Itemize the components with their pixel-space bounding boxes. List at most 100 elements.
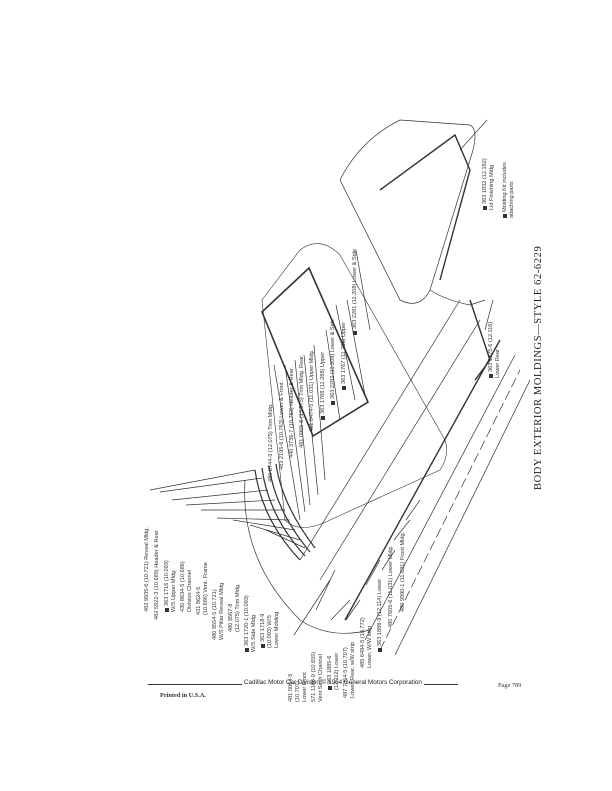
label-line: 363 2281 (11.208) Lower & Side [352, 249, 359, 335]
label-line: 363 1716 (10.093) [164, 560, 171, 612]
label-header-rear: 482 5922-3 (10.689) Header & Rear [154, 530, 161, 620]
label-ws-side-mldg: 363 1720-1 (10.093)W/S Side Mldg. [244, 595, 258, 652]
label-line: 481 0474-5 (11.031) Upper Mldg. [309, 349, 315, 432]
part-number: 363 1720-1 (10.093) [244, 595, 250, 646]
label-line: Molding Kit includes [502, 162, 509, 218]
label-line: W/S Side Mldg. [251, 613, 257, 652]
note-text: Molding Kit includes [502, 162, 508, 212]
label-line: 363 1768 (11.288) Upper [320, 352, 327, 420]
label-line: 481 0064-5 [288, 673, 294, 702]
kit-square-icon [330, 401, 335, 405]
label-line: 480 7605-6 (11.031) Lower Mldg. [388, 545, 394, 628]
part-number: 363 1832 (12.182) [482, 158, 488, 204]
label-upper-1767: 363 1767 (11.288) Upper [341, 322, 348, 390]
label-line: Lower Front [302, 672, 308, 702]
label-line: (10.686) Vent. Frame [203, 562, 209, 615]
label-vent-frame: 431 8624-5(10.686) Vent. Frame [196, 562, 210, 615]
part-number: 363 1716 (10.093) [164, 560, 170, 606]
label-line: Lid Finishing Mldg [489, 164, 495, 210]
label-upper-mldg: 481 0474-5 (11.031) Upper Mldg. [309, 350, 316, 432]
label-line: attaching parts [509, 181, 515, 218]
label-line: Lower, W/W strip [367, 625, 373, 668]
label-line: Vent Sash Channel [318, 654, 324, 702]
label-line: 481 0905-6 (13.075) Trim Mldg. Rear [299, 355, 305, 448]
part-number: 363 1888-9 (12.114) Lower [377, 578, 383, 646]
label-lower-side-2281: 363 2281 (11.208) Lower & Side [352, 249, 359, 335]
label-line: W/S Upper Mldg. [171, 569, 177, 612]
label-trim-mldg-8744: 480 8744-5 (12.075) Trim Mldg. [268, 404, 275, 482]
label-vent-sash-channel: 571 1168-9 (10.655)Vent Sash Channel [311, 652, 325, 702]
label-lid-finishing-mldg: 363 1832 (12.182)Lid Finishing Mldg [482, 158, 496, 210]
label-line: (12.075) Trim Mldg. [235, 583, 241, 633]
label-lower-front-2195: 483 2195-6 (10.763) Lower & Front [279, 383, 286, 470]
kit-square-icon [164, 608, 169, 612]
label-ws-upper-mldg: 363 1716 (10.093)W/S Upper Mldg. [164, 560, 178, 612]
kit-square-icon [320, 416, 325, 420]
label-line: 487 7354-5 (10.707) [343, 647, 349, 698]
label-line: 482 5922-3 (10.689) Header & Rear [154, 530, 160, 620]
kit-square-icon [377, 648, 382, 652]
label-lower-side-2282: 363 2282 (11.208) Lower & Side [330, 319, 337, 405]
kit-square-icon [488, 374, 493, 378]
label-line: 480 9990-1 (11.031) Front Mldg. [400, 531, 406, 612]
part-number: 363 1875-6 (12.116) [488, 321, 494, 372]
label-reveal-mldg: 482 9935-6 (10.721) Reveal Mldg. [144, 527, 151, 612]
label-line: 482 9935-6 (10.721) Reveal Mldg. [144, 527, 150, 612]
part-number: 363 2281 (11.208) Lower & Side [352, 248, 358, 329]
label-line: 363 1720-1 (10.093) [244, 595, 251, 652]
label-line: 363 1718-9 [260, 612, 267, 648]
label-line: 480 9554-5 (10.721) [212, 589, 218, 640]
printed-in: Printed in U.S.A. [160, 692, 207, 699]
label-line: 480 8744-5 (12.075) Trim Mldg. [268, 403, 274, 482]
label-line: Lower, Rear, w/W strip [350, 642, 356, 698]
label-line: 431 8624-5 [196, 586, 202, 615]
part-number: 363 1767 (11.288) Upper [341, 321, 347, 384]
kit-square-icon [341, 386, 346, 390]
footer-copyright: Cadillac Motor Car Division © 1964 Gener… [244, 679, 422, 686]
kit-square-icon [502, 214, 507, 218]
label-line: 363 1888-9 (12.114) Lower [377, 579, 384, 652]
kit-square-icon [244, 648, 249, 652]
label-line: Division Channel [187, 570, 193, 612]
label-lower-1888: 363 1888-9 (12.114) Lower [377, 579, 384, 652]
label-front-mldg: 480 9990-1 (11.031) Front Mldg. [400, 532, 407, 612]
label-lower-mldg: 480 7605-6 (11.031) Lower Mldg. [388, 546, 395, 628]
label-line: 430 8634-5 (10.686) [180, 561, 186, 612]
kit-square-icon [327, 686, 332, 690]
label-line: 480 9567-8 [228, 603, 234, 632]
footer-rule-left [148, 684, 242, 685]
label-lower-wstrip: 485 6484-5 (10.772)Lower, W/W strip [360, 617, 374, 668]
label-line: 571 1168-9 (10.655) [311, 651, 317, 702]
footer-rule-right [424, 684, 458, 685]
label-division-channel: 430 8634-5 (10.686)Division Channel [180, 561, 194, 612]
part-number: 363 1768 (11.288) Upper [320, 351, 326, 414]
label-trim-mldg: 480 9567-8(12.075) Trim Mldg. [228, 584, 242, 633]
label-line: 363 1767 (11.288) Upper [341, 322, 348, 390]
label-line: W/S Pillar Reveal Mldg. [219, 581, 225, 640]
label-ws-pillar-reveal: 480 9554-5 (10.721)W/S Pillar Reveal Mld… [212, 581, 226, 640]
label-line: Lower Rear [495, 349, 501, 378]
label-line: 483 2195-6 (10.763) Lower & Front [279, 382, 285, 470]
label-lower-rear-wstrip: 487 7354-5 (10.707)Lower, Rear, w/W stri… [343, 642, 357, 698]
label-header-rear-3736: 440 3736-7 (10.763) Header & Rear [289, 368, 296, 458]
page-title: BODY EXTERIOR MOLDINGS—STYLE 62-6229 [533, 245, 544, 490]
label-line: 363 1875-6 (12.116) [488, 322, 495, 378]
label-upper-1768: 363 1768 (11.288) Upper [320, 352, 327, 420]
label-trim-mldg-rear: 481 0905-6 (13.075) Trim Mldg. Rear [299, 356, 306, 448]
label-line: 485 6484-5 (10.772) [360, 617, 366, 668]
label-lower-front: 481 0064-5(10.707)Lower Front [288, 672, 309, 702]
label-line: 440 3736-7 (10.763) Header & Rear [289, 368, 295, 458]
kit-square-icon [482, 206, 487, 210]
label-line: Lower Molding [274, 611, 280, 648]
page-number: Page 789 [498, 682, 522, 689]
label-line: 363 2282 (11.208) Lower & Side [330, 319, 337, 405]
kit-square-icon [260, 644, 265, 648]
label-line: (10.093) W/S [267, 615, 273, 648]
label-lower-rear: 363 1875-6 (12.116)Lower Rear [488, 322, 502, 378]
label-line: 363 1832 (12.182) [482, 158, 489, 210]
label-line: (10.707) [295, 681, 301, 702]
part-number: 363 1718-9 [260, 613, 266, 642]
